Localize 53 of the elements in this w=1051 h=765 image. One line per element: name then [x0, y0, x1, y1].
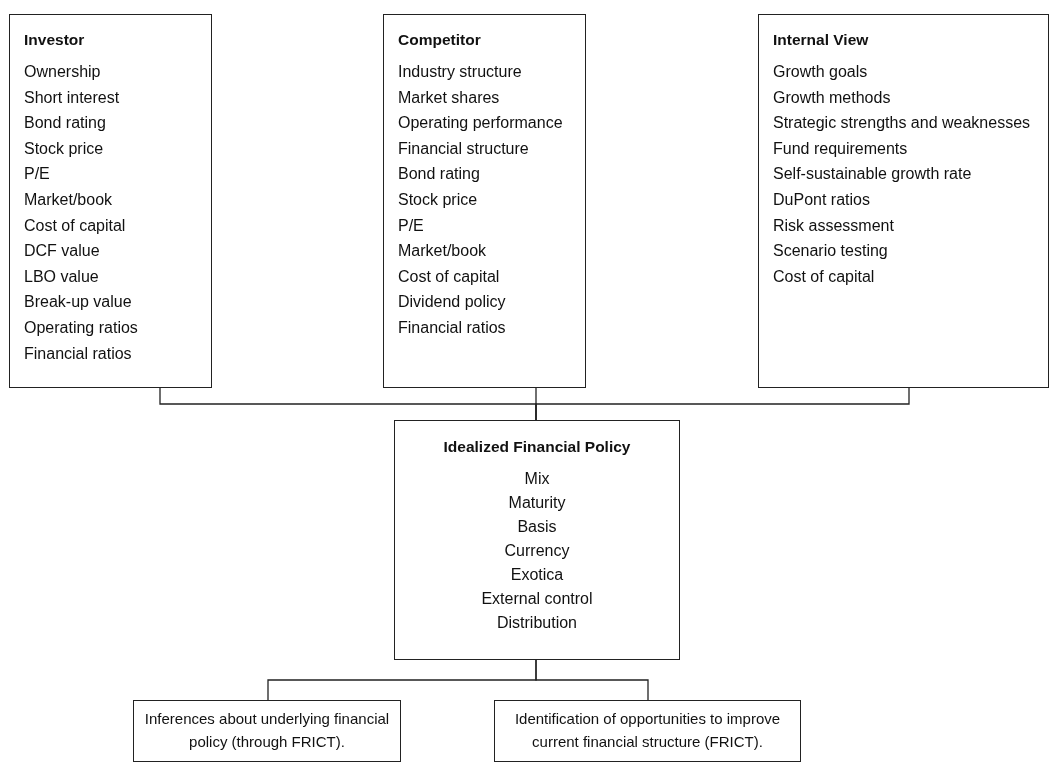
list-item: DuPont ratios: [773, 189, 871, 210]
list-item: Short interest: [24, 87, 121, 108]
panel-box: [383, 14, 586, 388]
list-item: Market/book: [24, 189, 114, 210]
list-item: P/E: [398, 215, 425, 236]
list-item: Ownership: [24, 62, 102, 82]
list-item: Stock price: [24, 138, 105, 159]
list-item: Exotica: [509, 565, 565, 585]
list-item: Financial structure: [398, 138, 530, 159]
list-item: Growth methods: [773, 87, 892, 108]
list-item: Growth goals: [773, 62, 869, 82]
list-item: Maturity: [507, 493, 567, 513]
panel-heading: Competitor: [398, 30, 482, 50]
list-item: Cost of capital: [398, 266, 501, 287]
list-item: Stock price: [398, 189, 479, 210]
list-item: Industry structure: [398, 62, 523, 82]
list-item: Operating ratios: [24, 317, 139, 338]
panel-box: [9, 14, 212, 388]
connector-line: [535, 659, 649, 701]
list-item: LBO value: [24, 266, 100, 287]
list-item: Operating performance: [398, 113, 564, 134]
panel-box: [394, 420, 680, 660]
list-item: DCF value: [24, 241, 101, 262]
connector-line: [535, 387, 910, 421]
panel-box: [758, 14, 1049, 388]
list-item: Market/book: [398, 241, 488, 262]
list-item: Break-up value: [24, 292, 133, 313]
list-item: Financial ratios: [398, 317, 507, 338]
list-item: Self-sustainable growth rate: [773, 164, 973, 185]
list-item: Cost of capital: [24, 215, 127, 236]
text-box: [494, 700, 801, 762]
list-item: Bond rating: [398, 164, 481, 185]
panel-heading: Idealized Financial Policy: [442, 437, 632, 457]
list-item: Bond rating: [24, 113, 107, 134]
list-item: Fund requirements: [773, 138, 909, 159]
list-item: Risk assessment: [773, 215, 895, 236]
list-item: Strategic strengths and weaknesses: [773, 113, 1032, 134]
list-item: Financial ratios: [24, 343, 133, 364]
box-text: Inferences about underlying financial policy (through FRICT).: [143, 709, 391, 752]
list-item: P/E: [24, 164, 51, 185]
panel-heading: Investor: [24, 30, 86, 50]
list-item: Dividend policy: [398, 292, 507, 313]
panel-heading: Internal View: [773, 30, 870, 50]
list-item: Distribution: [496, 613, 578, 633]
list-item: Cost of capital: [773, 266, 876, 287]
list-item: Market shares: [398, 87, 501, 108]
list-item: Scenario testing: [773, 241, 889, 262]
list-item: Currency: [503, 541, 571, 561]
list-item: Mix: [523, 469, 551, 489]
box-text: Identification of opportunities to improve current financial structure (FRICT).: [513, 709, 782, 752]
text-box: [133, 700, 401, 762]
list-item: External control: [480, 589, 594, 609]
list-item: Basis: [516, 517, 558, 537]
